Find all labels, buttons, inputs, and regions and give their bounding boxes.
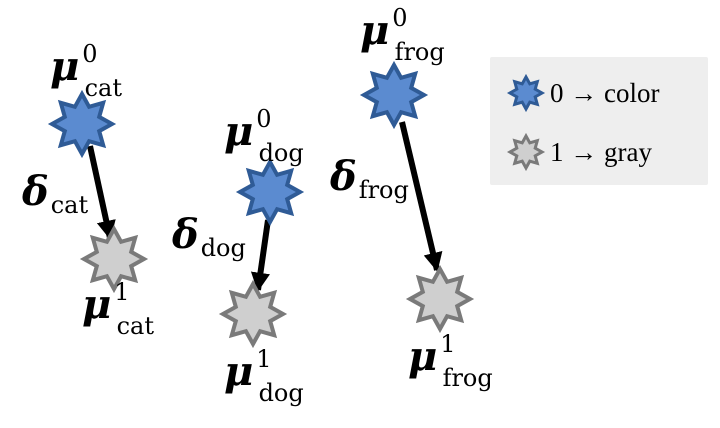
label-delta-cat: δcat [21,168,88,219]
arrow-dog [250,219,271,292]
mu0-frog-star-icon [359,60,429,130]
legend-blue-star-icon [506,73,546,113]
arrow-cat [87,145,116,240]
mu0-dog-star-icon [235,157,305,227]
legend: 0 → color 1 → gray [490,57,708,185]
arrow-frog [399,121,443,272]
legend-item-gray: 1 → gray [550,137,652,167]
legend-item-color: 0 → color [550,78,659,108]
mu1-frog-star-icon [405,264,475,334]
legend-gray-star-icon [506,132,546,172]
label-delta-dog: δdog [171,211,246,262]
mu1-dog-star-icon [218,279,288,349]
arrows [87,121,443,292]
legend-box [490,57,708,185]
mu1-cat-star-icon [79,224,149,294]
stars [47,60,475,349]
mu0-cat-star-icon [47,89,117,159]
label-delta-frog: δfrog [329,153,409,204]
